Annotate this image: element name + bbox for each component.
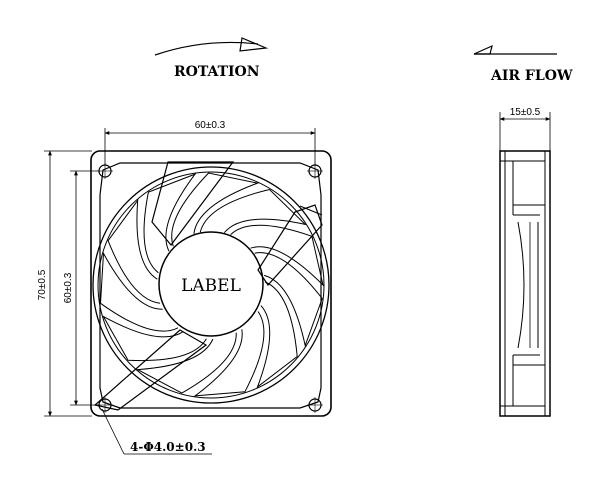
dim-thickness: 15±0.5 — [499, 107, 551, 152]
fan-front-view: LABEL — [90, 150, 332, 417]
fan-blade — [254, 252, 323, 348]
rotation-label: ROTATION — [174, 64, 260, 80]
dim-hole-spacing: 60±0.3 — [63, 170, 100, 406]
hub-label: LABEL — [181, 276, 241, 296]
strut-top — [151, 161, 235, 246]
fan-blade — [171, 172, 260, 247]
airflow-label: AIR FLOW — [490, 68, 573, 84]
fan-side-view — [499, 150, 551, 417]
fan-blade — [230, 224, 324, 287]
hub — [158, 231, 264, 337]
dim-overall-height: 70±0.5 — [37, 150, 92, 417]
side-lower-flange — [512, 354, 545, 366]
airflow-arrowhead — [473, 44, 493, 55]
dim-overall-height-label: 70±0.5 — [37, 269, 48, 300]
wire-exit — [299, 205, 323, 216]
fan-blade — [135, 332, 237, 394]
fan-blade — [99, 251, 179, 332]
dim-hole-spacing-label: 60±0.3 — [63, 272, 74, 303]
fan-opening — [92, 166, 330, 404]
frame-inner — [99, 162, 322, 409]
dim-width-label: 60±0.3 — [195, 120, 226, 131]
dim-thickness-label: 15±0.5 — [510, 107, 541, 118]
fan-blade — [193, 311, 265, 397]
airflow-indicator: AIR FLOW — [473, 44, 573, 84]
rotation-indicator: ROTATION — [154, 37, 269, 80]
rotation-arrowhead — [239, 37, 269, 52]
fan-blade — [102, 315, 207, 362]
fan-blade — [143, 173, 197, 274]
frame-outline — [90, 150, 332, 417]
dim-mount-holes-label: 4-Φ4.0±0.3 — [130, 440, 206, 454]
support-struts — [93, 161, 323, 411]
strut-wire — [257, 204, 323, 286]
dim-mount-holes: 4-Φ4.0±0.3 — [101, 408, 212, 455]
fan-opening-inner — [97, 171, 325, 399]
rotation-arc — [154, 41, 259, 56]
fan-blade — [256, 281, 298, 389]
dim-width: 60±0.3 — [104, 120, 316, 165]
strut-bottom — [93, 329, 208, 411]
side-upper-flange — [512, 204, 545, 216]
fan-blade — [199, 188, 307, 234]
side-hub-profile — [517, 221, 525, 349]
fan-blade — [107, 198, 161, 304]
side-frame-outline — [499, 150, 551, 417]
fan-blades — [99, 172, 324, 397]
